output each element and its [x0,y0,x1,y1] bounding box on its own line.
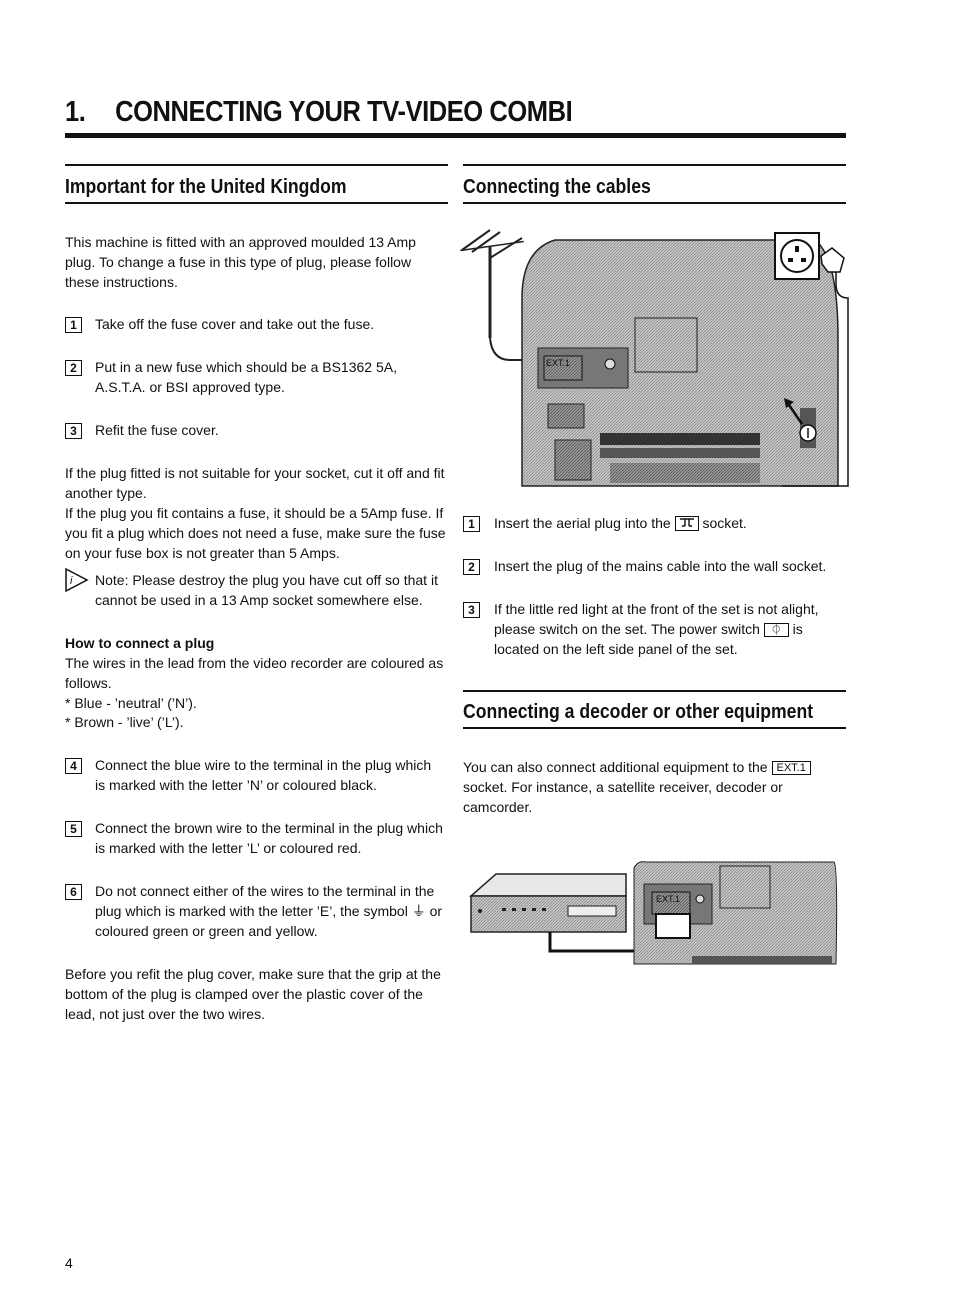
title-rule [65,133,846,138]
step-text: Insert the aerial plug into the socket. [494,514,844,534]
step-number: 4 [65,758,82,774]
step-text-before: If the little red light at the front of … [494,601,819,637]
decoder-text-before: You can also connect additional equipmen… [463,759,768,775]
step-number: 3 [65,423,82,439]
ext1-socket-label: EXT.1 [771,761,811,775]
left-heading-top-rule [65,164,448,166]
unsuitable-paragraph: If the plug fitted is not suitable for y… [65,465,445,501]
plug-subheading: How to connect a plug [65,635,215,651]
decoder-paragraph: You can also connect additional equipmen… [463,758,846,817]
decoder-heading: Connecting a decoder or other equipment [463,701,814,723]
decoder-text-after: socket. For instance, a satellite receiv… [463,778,783,815]
earth-symbol: ⏚ [411,902,426,919]
step-text: Connect the blue wire to the terminal in… [95,757,432,793]
wire-brown: * Brown - ’live’ (’L’). [65,714,184,730]
page-title-text: CONNECTING YOUR TV-VIDEO COMBI [115,96,573,128]
step-2: 2 Put in a new fuse which should be a BS… [65,358,448,400]
cables-step-1: 1 Insert the aerial plug into the socket… [463,514,846,536]
power-switch-icon [784,398,817,442]
cables-heading-bottom-rule [463,202,846,204]
step-number: 3 [463,602,480,618]
step-number: 1 [65,317,82,333]
info-icon: i [65,567,89,593]
step-text: Do not connect either of the wires to th… [95,882,445,941]
decoder-box-icon [469,873,627,933]
wire-blue: * Blue - ’neutral’ (’N’). [65,695,197,711]
decoder-heading-top-rule [463,690,846,692]
step-number: 5 [65,821,82,837]
step-5: 5 Connect the brown wire to the terminal… [65,819,448,861]
step-text-after: socket. [702,515,747,531]
decoder-diagram: EXT.1 [466,856,844,971]
step-number: 6 [65,884,82,900]
page-title: 1. CONNECTING YOUR TV-VIDEO COMBI [65,96,752,129]
cables-step-3: 3 If the little red light at the front o… [463,600,846,662]
step-text: Refit the fuse cover. [95,422,219,438]
step-number: 1 [463,516,480,532]
cables-step-2: 2 Insert the plug of the mains cable int… [463,557,846,579]
tv-back-partial: EXT.1 [633,861,838,965]
step-4: 4 Connect the blue wire to the terminal … [65,756,448,798]
page-title-number: 1. [65,96,86,128]
wall-socket-icon [774,232,849,487]
step-number: 2 [65,360,82,376]
aerial-socket-icon [674,516,699,531]
power-switch-symbol: ⏀ [763,622,789,637]
fuse-paragraph: If the plug you fit contains a fuse, it … [65,505,446,561]
closing-paragraph: Before you refit the plug cover, make su… [65,966,441,1022]
step-text-after: is located on the left side panel of the… [494,620,803,657]
note-text: Note: Please destroy the plug you have c… [95,572,438,608]
step-text: If the little red light at the front of … [494,600,844,659]
aerial-icon [460,229,550,361]
cables-heading-top-rule [463,164,846,166]
step-text-after: or coloured green or green and yellow. [95,902,443,939]
cables-heading: Connecting the cables [463,176,651,198]
step-text: Insert the plug of the mains cable into … [494,558,827,574]
svg-text:i: i [70,575,73,587]
step-1: 1 Take off the fuse cover and take out t… [65,315,448,337]
step-text-before: Do not connect either of the wires to th… [95,883,435,919]
left-heading-bottom-rule [65,202,448,204]
left-heading: Important for the United Kingdom [65,176,347,198]
wires-intro: The wires in the lead from the video rec… [65,655,444,691]
step-text: Take off the fuse cover and take out the… [95,316,375,332]
step-6: 6 Do not connect either of the wires to … [65,882,448,944]
ext1-label-1: EXT.1 [546,358,570,368]
decoder-heading-bottom-rule [463,727,846,729]
page-number: 4 [65,1255,73,1271]
step-text: Connect the brown wire to the terminal i… [95,820,443,856]
step-text-before: Insert the aerial plug into the [494,515,671,531]
step-text: Put in a new fuse which should be a BS13… [95,359,397,395]
intro-paragraph: This machine is fitted with an approved … [65,234,416,290]
tv-back-diagram: EXT.1 [460,228,850,493]
step-number: 2 [463,559,480,575]
ext1-label-2: EXT.1 [656,894,680,904]
step-3: 3 Refit the fuse cover. [65,421,448,443]
